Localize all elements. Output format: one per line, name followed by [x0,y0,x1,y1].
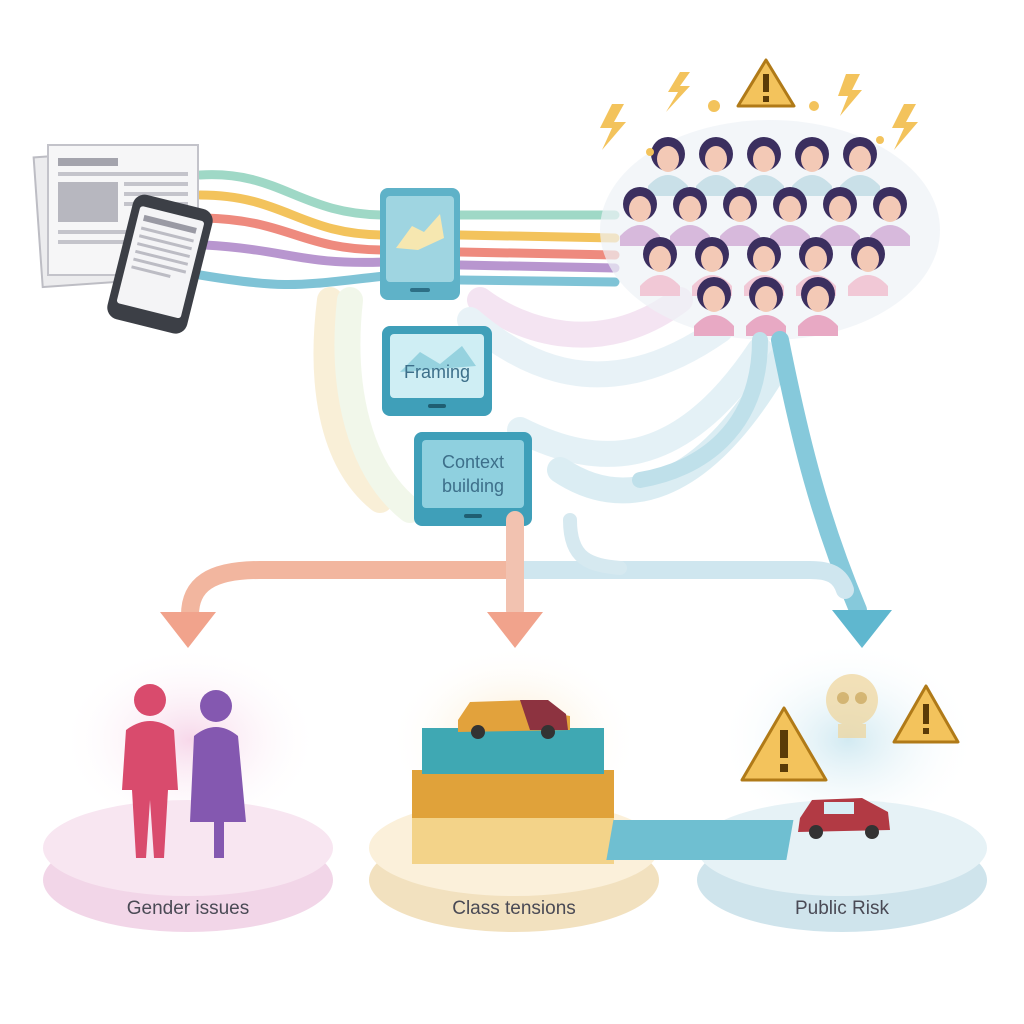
crowd-icon [600,120,940,340]
framing-label: Framing [403,362,470,382]
crowd-person [792,137,832,196]
person-figure-icon [190,690,246,858]
crowd-person [620,187,660,246]
crowd-person [820,187,860,246]
smartphone-icon [107,194,213,334]
crowd-person [696,137,736,196]
car-icon [458,700,570,739]
crowd-person [746,277,786,336]
public-risk-label: Public Risk [795,898,889,919]
gender-issues-label: Gender issues [126,898,250,919]
outcome-gender [43,645,333,932]
crowd-person [640,237,680,296]
woman-figure-icon [122,684,178,858]
car-icon [798,798,890,839]
arrow-gender [160,612,216,648]
confetti-dots [646,100,884,156]
lightning-icon [600,72,918,150]
framing-stage [382,326,492,416]
crowd-person [648,137,688,196]
crowd-person [694,277,734,336]
platform-tile [606,820,794,860]
input-streams [195,170,620,290]
arrow-risk [832,610,892,648]
stacked-layers-icon [412,728,614,864]
outcome-class [369,645,659,932]
crowd-person [848,237,888,296]
crowd-person [720,187,760,246]
distribution-arrows [181,511,854,624]
context-building-label: Context building [422,450,524,498]
crowd-person [840,137,880,196]
crowd-person [870,187,910,246]
outcome-risk [606,640,987,932]
warning-icon [736,58,796,108]
arrowheads [160,610,892,648]
tablet-icon [380,188,460,300]
context-label-line1: Context [441,452,505,472]
warning-icon [892,684,960,744]
skull-icon [826,674,878,738]
crowd-person [670,187,710,246]
context-building-stage [414,432,532,526]
crowd-person [744,137,784,196]
crowd-person [770,187,810,246]
crowd-person [798,277,838,336]
class-tensions-label: Class tensions [452,898,576,919]
context-label-line2: building [441,476,505,496]
arrow-class [487,612,543,648]
warning-icon [740,706,828,782]
